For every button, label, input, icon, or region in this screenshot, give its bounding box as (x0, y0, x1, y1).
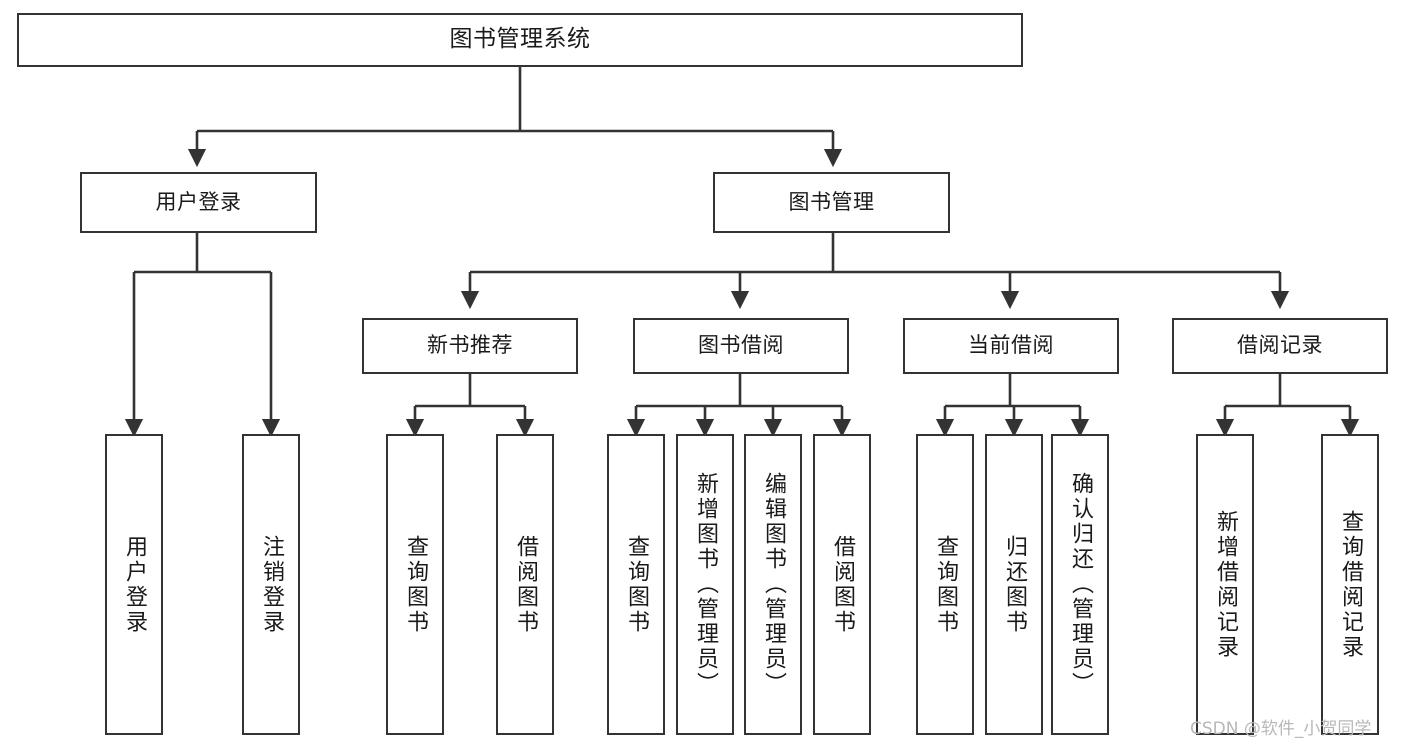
node-leaf-query-book-borrow[interactable]: 查询图书 (607, 434, 665, 735)
node-leaf-borrow-book-label: 借阅图书 (830, 534, 855, 635)
node-leaf-return-book-label: 归还图书 (1002, 534, 1027, 635)
node-book-borrow-label: 图书借阅 (698, 333, 784, 358)
node-leaf-add-borrow-record[interactable]: 新增借阅记录 (1196, 434, 1254, 735)
node-root[interactable]: 图书管理系统 (17, 13, 1023, 67)
watermark-text: CSDN @软件_小贺同学 (1190, 719, 1372, 739)
node-current-borrow-label: 当前借阅 (968, 333, 1054, 358)
node-leaf-query-book-current[interactable]: 查询图书 (916, 434, 974, 735)
node-book-management[interactable]: 图书管理 (713, 172, 950, 233)
node-book-borrow[interactable]: 图书借阅 (633, 318, 849, 374)
node-leaf-add-book-admin[interactable]: 新增图书（管理员） (676, 434, 734, 735)
node-leaf-user-login[interactable]: 用户登录 (105, 434, 163, 735)
node-leaf-query-book-current-label: 查询图书 (933, 534, 958, 635)
node-leaf-confirm-return-admin[interactable]: 确认归还（管理员） (1051, 434, 1109, 735)
node-root-label: 图书管理系统 (449, 26, 591, 53)
node-new-book-recommend-label: 新书推荐 (427, 333, 513, 358)
node-user-login-label: 用户登录 (155, 189, 242, 214)
node-current-borrow[interactable]: 当前借阅 (903, 318, 1119, 374)
node-leaf-user-login-label: 用户登录 (122, 534, 147, 635)
node-user-login[interactable]: 用户登录 (80, 172, 317, 233)
node-borrow-record-label: 借阅记录 (1237, 333, 1323, 358)
node-new-book-recommend[interactable]: 新书推荐 (362, 318, 578, 374)
node-leaf-query-borrow-record-label: 查询借阅记录 (1338, 509, 1363, 660)
node-leaf-borrow-book-recommend[interactable]: 借阅图书 (496, 434, 554, 735)
node-leaf-query-book-recommend-label: 查询图书 (403, 534, 428, 635)
node-leaf-add-book-admin-label: 新增图书（管理员） (693, 472, 718, 697)
node-leaf-query-borrow-record[interactable]: 查询借阅记录 (1321, 434, 1379, 735)
node-leaf-add-borrow-record-label: 新增借阅记录 (1213, 509, 1238, 660)
node-borrow-record[interactable]: 借阅记录 (1172, 318, 1388, 374)
node-leaf-query-book-borrow-label: 查询图书 (624, 534, 649, 635)
node-leaf-edit-book-admin[interactable]: 编辑图书（管理员） (744, 434, 802, 735)
node-leaf-query-book-recommend[interactable]: 查询图书 (386, 434, 444, 735)
node-leaf-borrow-book-recommend-label: 借阅图书 (513, 534, 538, 635)
node-leaf-borrow-book[interactable]: 借阅图书 (813, 434, 871, 735)
node-leaf-logout-label: 注销登录 (259, 534, 284, 635)
node-leaf-confirm-return-admin-label: 确认归还（管理员） (1068, 472, 1093, 697)
node-leaf-edit-book-admin-label: 编辑图书（管理员） (761, 472, 786, 697)
node-book-management-label: 图书管理 (788, 189, 875, 214)
node-leaf-return-book[interactable]: 归还图书 (985, 434, 1043, 735)
node-leaf-logout[interactable]: 注销登录 (242, 434, 300, 735)
